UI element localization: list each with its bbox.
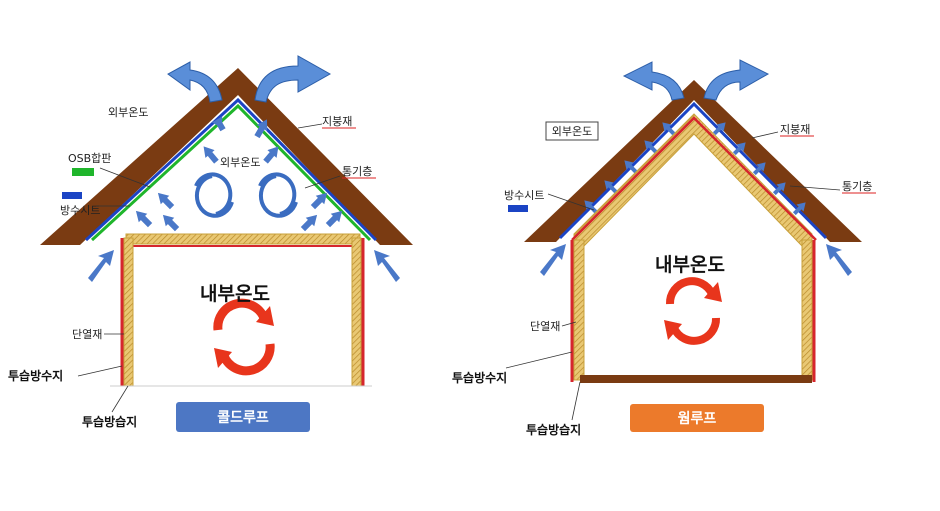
inside-temp-label: 내부온도 bbox=[200, 283, 270, 305]
cold-roof-ceiling-insulation bbox=[125, 233, 361, 245]
cold-roof-button-label: 콜드루프 bbox=[217, 410, 269, 426]
cold-roof-left-wall-insulation bbox=[123, 237, 134, 387]
warm-roof-floor bbox=[580, 375, 812, 383]
outside-temp-label: 외부온도 bbox=[108, 106, 148, 119]
vapor-membrane-label: 투습방습지 bbox=[526, 422, 581, 437]
waterproof-label: 방수시트 bbox=[504, 189, 544, 202]
attic-temp-label: 외부온도 bbox=[220, 156, 260, 169]
outside-temp-box bbox=[545, 121, 599, 141]
waterproof-swatch bbox=[62, 192, 82, 199]
circulation-icon bbox=[213, 298, 275, 376]
circulation-icon bbox=[664, 277, 722, 345]
cold-roof-diagram: 외부온도 지붕재 OSB합판 외부온도 통기층 방수시트 내부온도 단열재 투습… bbox=[8, 55, 413, 432]
warm-roof-waterproof-sheet bbox=[558, 101, 828, 240]
air-inflow-arrow-icon bbox=[540, 244, 852, 276]
warm-roof-right-wall-insulation bbox=[801, 239, 813, 381]
breathable-membrane-label: 투습방수지 bbox=[452, 370, 507, 385]
roofing-label: 지붕재 bbox=[780, 123, 810, 136]
warm-roof-diagram: 외부온도 지붕재 방수시트 통기층 내부온도 단열재 투습방수지 투습방습지 웜… bbox=[452, 59, 876, 437]
warm-roof-button[interactable]: 웜루프 bbox=[630, 404, 764, 432]
warm-roof-left-wall-insulation bbox=[573, 239, 585, 381]
breathable-membrane-label: 투습방수지 bbox=[8, 368, 63, 383]
inside-temp-label: 내부온도 bbox=[655, 254, 725, 276]
cold-roof-roofing bbox=[40, 68, 413, 245]
osb-swatch bbox=[72, 168, 94, 176]
cold-roof-button[interactable]: 콜드루프 bbox=[176, 402, 310, 432]
waterproof-swatch bbox=[508, 205, 528, 212]
attic-circulation-icon bbox=[194, 172, 298, 218]
vapor-membrane-label: 투습방습지 bbox=[82, 414, 137, 429]
air-inflow-arrow-icon bbox=[88, 250, 400, 282]
insulation-label: 단열재 bbox=[72, 328, 102, 341]
roofing-label: 지붕재 bbox=[322, 115, 352, 128]
outside-temp-label: 외부온도 bbox=[552, 125, 592, 138]
cold-roof-waterproof-sheet bbox=[84, 97, 378, 242]
cold-roof-right-wall-insulation bbox=[351, 237, 362, 387]
warm-roof-roofing bbox=[524, 80, 862, 242]
vent-layer-label: 통기층 bbox=[342, 165, 372, 178]
waterproof-label: 방수시트 bbox=[60, 204, 100, 217]
small-vent-arrow-icon bbox=[135, 116, 343, 232]
insulation-label: 단열재 bbox=[530, 320, 560, 333]
osb-label: OSB합판 bbox=[68, 152, 111, 165]
big-vent-arrow-icon bbox=[167, 55, 332, 103]
warm-roof-button-label: 웜루프 bbox=[678, 411, 717, 427]
big-vent-arrow-icon bbox=[622, 59, 770, 101]
vent-layer-label: 통기층 bbox=[842, 180, 872, 193]
